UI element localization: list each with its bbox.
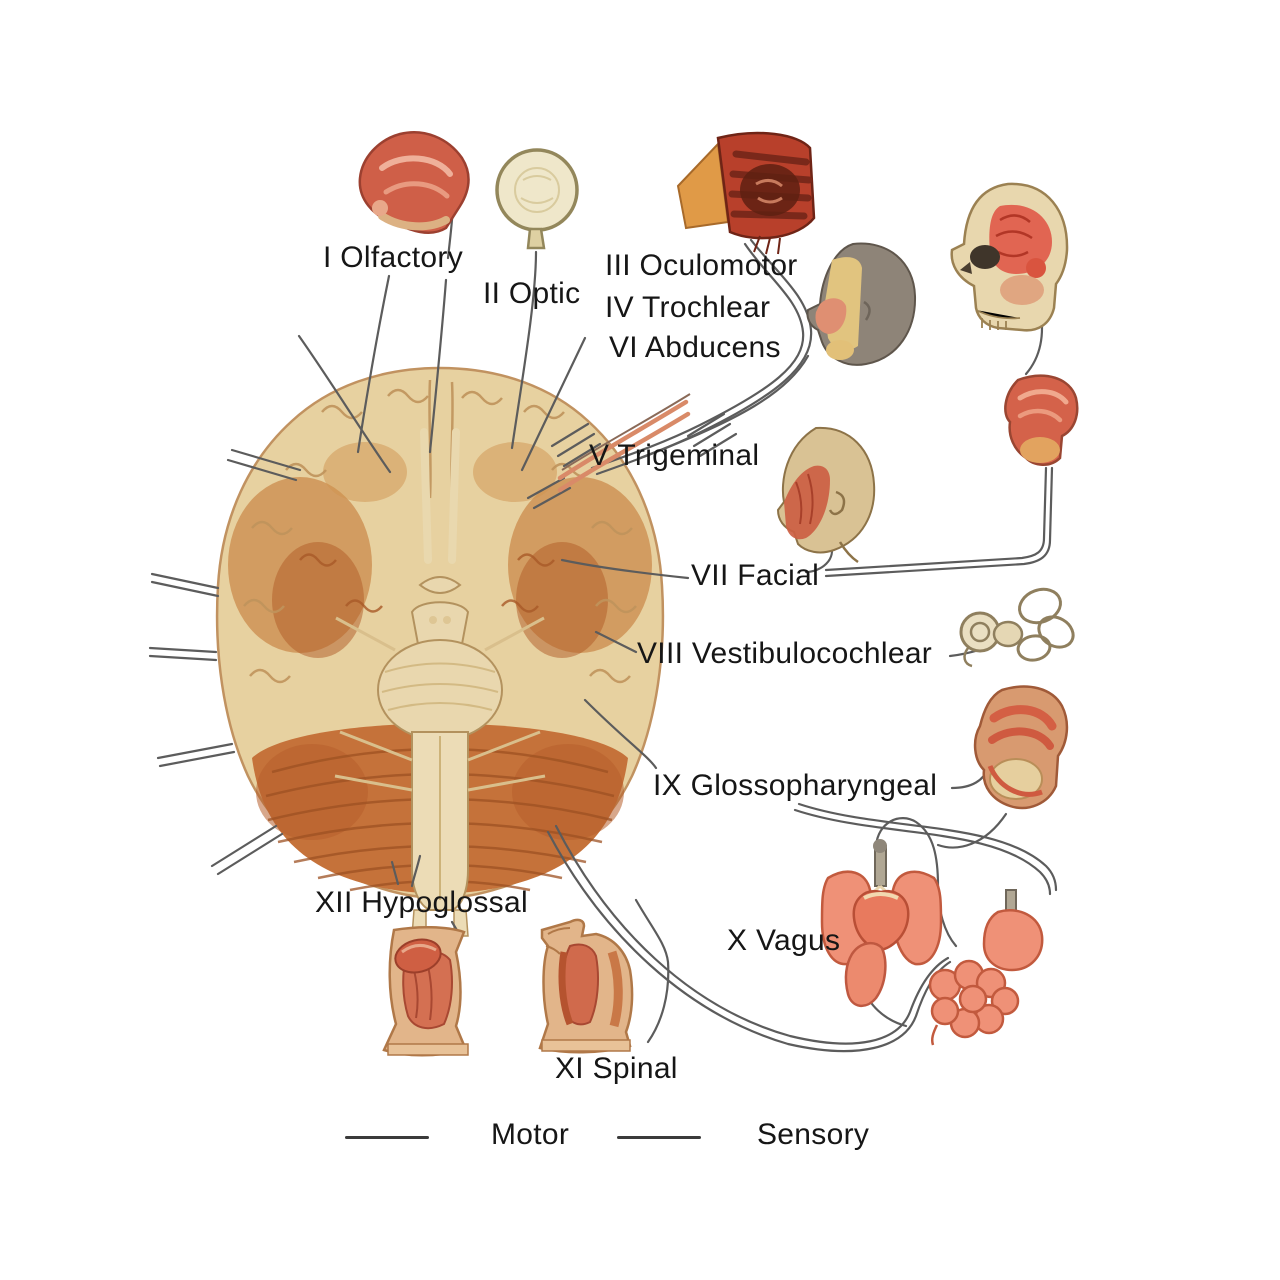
label-i-olfactory: I Olfactory	[323, 241, 463, 274]
label-iv-trochlear: IV Trochlear	[605, 291, 771, 324]
brain-inferior-view-icon	[215, 366, 665, 937]
label-xi-spinal: XI Spinal	[555, 1052, 678, 1085]
label-vii-facial: VII Facial	[691, 559, 820, 592]
label-ix-glossopharyngeal: IX Glossopharyngeal	[653, 769, 938, 802]
trigeminal-root-band	[557, 399, 691, 493]
thoracic-abdominal-organs-icon	[820, 839, 1044, 1046]
inner-ear-icon	[959, 587, 1075, 668]
oral-cavity-tongue-icon	[973, 685, 1069, 810]
neck-shoulder-muscles-icon	[538, 918, 634, 1054]
skull-with-brain-icon	[950, 182, 1069, 332]
label-ii-optic: II Optic	[483, 277, 581, 310]
neck-with-tongue-icon	[382, 925, 469, 1057]
facial-muscles-head-icon	[776, 426, 876, 564]
label-viii-vestibulocochlear: VIII Vestibulocochlear	[637, 637, 933, 670]
label-iii-oculomotor: III Oculomotor	[605, 249, 798, 282]
motor-line-sample	[345, 1136, 429, 1139]
eyeball-icon	[495, 148, 579, 250]
nasal-cavity-icon	[358, 131, 470, 234]
label-x-vagus: X Vagus	[727, 924, 841, 957]
label-xii-hypoglossal: XII Hypoglossal	[315, 886, 528, 919]
nasal-mucosa-icon	[1004, 374, 1079, 466]
extraocular-muscles-icon	[676, 131, 816, 255]
head-skin-profile-icon	[806, 242, 917, 366]
label-v-trigeminal: V Trigeminal	[589, 439, 760, 472]
legend-motor-label: Motor	[491, 1118, 570, 1151]
label-vi-abducens: VI Abducens	[609, 331, 781, 364]
sensory-line-sample	[617, 1136, 701, 1139]
legend-sensory-label: Sensory	[757, 1118, 870, 1151]
